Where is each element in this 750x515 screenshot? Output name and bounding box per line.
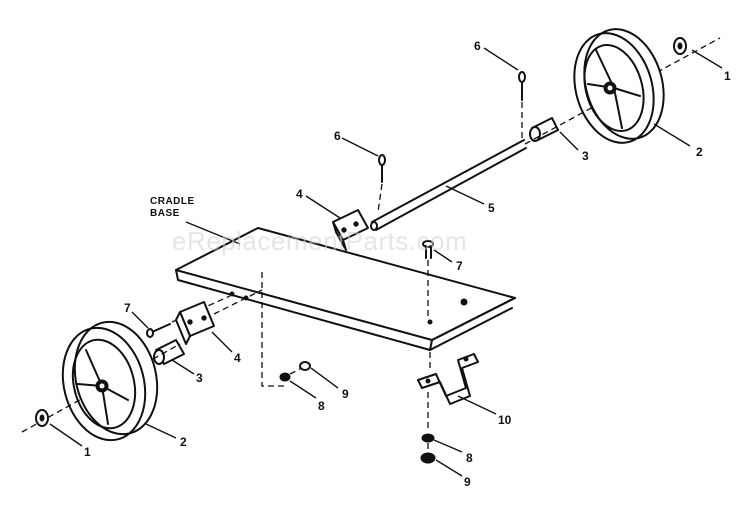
cotter-pin-mid: [377, 154, 386, 213]
alignment-line-left: [261, 272, 286, 387]
nut-right: [421, 433, 435, 443]
callout-bracket-left: 4: [234, 351, 241, 365]
callout-wheel-top: 2: [696, 145, 703, 159]
callout-bracket-top: 4: [296, 187, 303, 201]
callout-nut-left: 8: [318, 399, 325, 413]
washer-small-right: [420, 443, 436, 464]
bracket-top: [332, 209, 369, 251]
bracket-left: [175, 289, 263, 345]
callout-wheel-left: 2: [180, 435, 187, 449]
callout-washer-small-left: 9: [342, 387, 349, 401]
cradle-label-line1: CRADLE: [150, 196, 195, 207]
cradle-base-plate: [175, 227, 516, 351]
nut-left: [279, 372, 291, 382]
axle-rod: [370, 139, 527, 231]
foot-bracket: [417, 352, 479, 432]
wheel-top: [573, 28, 665, 144]
leader-lines: [49, 47, 723, 477]
callout-nut-right: 8: [466, 451, 473, 465]
callout-washer-left: 1: [84, 445, 91, 459]
cradle-label-line2: BASE: [150, 208, 180, 219]
spacer-left: [153, 339, 185, 365]
callout-axle: 5: [488, 201, 495, 215]
bolt-center: [422, 240, 434, 320]
washer-small-left: [289, 361, 311, 375]
watermark-text: eReplacementParts.com: [172, 226, 467, 256]
spacer-top: [529, 117, 559, 142]
cotter-pin-top: [518, 71, 526, 138]
callout-pin-mid: 6: [334, 129, 341, 143]
callout-bolt-left: 7: [124, 301, 131, 315]
callout-washer-top: 1: [724, 69, 731, 83]
wheel-left: [61, 320, 159, 442]
washer-top: [673, 37, 687, 55]
washer-left: [35, 409, 49, 427]
callout-washer-small-right: 9: [464, 475, 471, 489]
callout-bolt-center: 7: [456, 259, 463, 273]
callout-pin-top: 6: [474, 39, 481, 53]
callout-spacer-left: 3: [196, 371, 203, 385]
callout-foot: 10: [498, 413, 512, 427]
callout-spacer-top: 3: [582, 149, 589, 163]
